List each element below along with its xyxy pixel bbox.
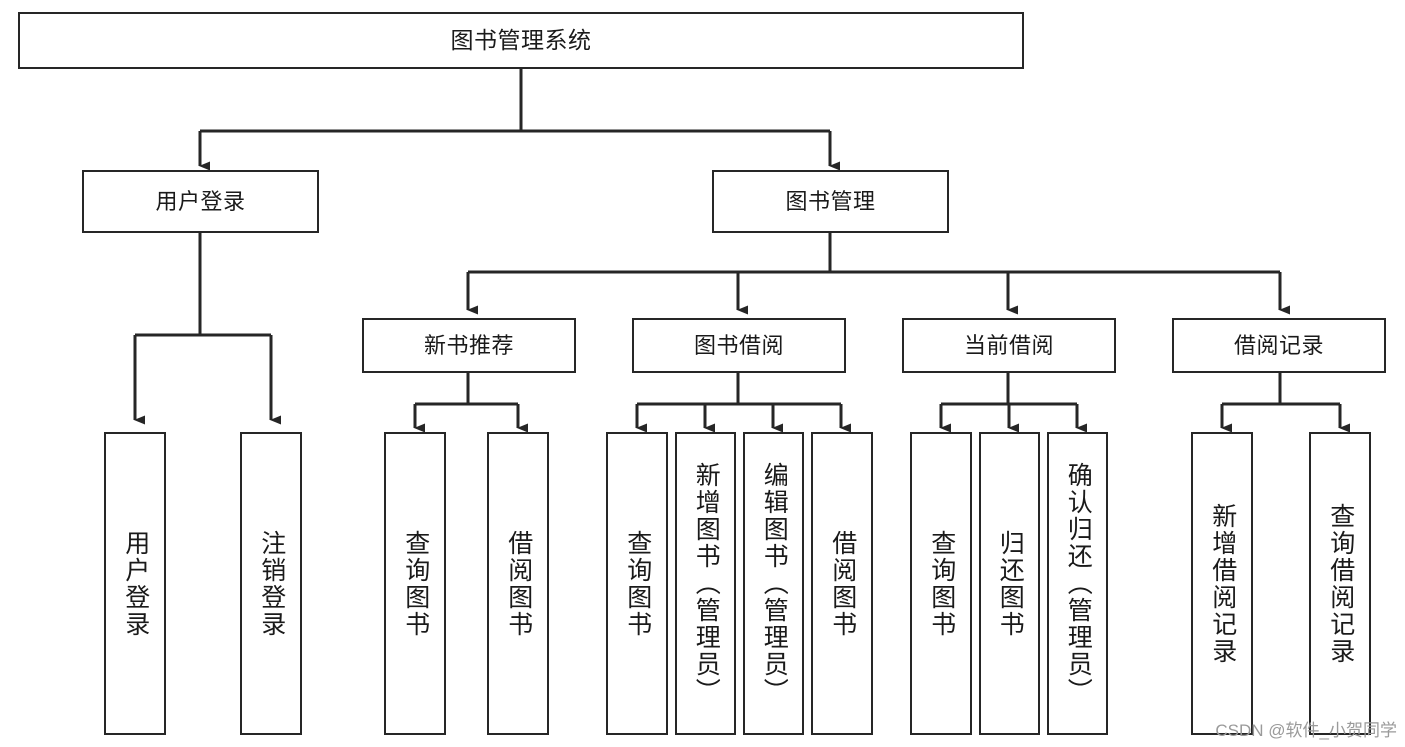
node-leaf-confirm-return[interactable]: 确认归还（管理员） [1047, 432, 1108, 735]
node-leaf-query-record[interactable]: 查询借阅记录 [1309, 432, 1371, 735]
node-borrow-record[interactable]: 借阅记录 [1172, 318, 1386, 373]
node-leaf-add-book-label: 新增图书（管理员） [692, 462, 721, 705]
node-root-label: 图书管理系统 [450, 27, 592, 54]
node-leaf-add-book[interactable]: 新增图书（管理员） [675, 432, 736, 735]
node-book-borrow[interactable]: 图书借阅 [632, 318, 846, 373]
node-new-book-recommend[interactable]: 新书推荐 [362, 318, 576, 373]
node-leaf-edit-book-label: 编辑图书（管理员） [760, 462, 789, 705]
node-leaf-return-book[interactable]: 归还图书 [979, 432, 1040, 735]
node-leaf-query-book-3-label: 查询图书 [927, 529, 956, 638]
node-book-manage-label: 图书管理 [785, 188, 876, 214]
node-leaf-user-logout[interactable]: 注销登录 [240, 432, 302, 735]
node-borrow-record-label: 借阅记录 [1233, 332, 1324, 358]
node-leaf-query-book-3[interactable]: 查询图书 [910, 432, 972, 735]
node-current-borrow[interactable]: 当前借阅 [902, 318, 1116, 373]
node-leaf-user-logout-label: 注销登录 [257, 529, 286, 638]
csdn-watermark: CSDN @软件_小贺同学 [1215, 721, 1397, 740]
node-leaf-borrow-book-2[interactable]: 借阅图书 [811, 432, 873, 735]
node-root[interactable]: 图书管理系统 [18, 12, 1024, 69]
node-current-borrow-label: 当前借阅 [963, 332, 1054, 358]
node-leaf-borrow-book-1[interactable]: 借阅图书 [487, 432, 549, 735]
node-book-borrow-label: 图书借阅 [693, 332, 784, 358]
node-leaf-confirm-return-label: 确认归还（管理员） [1064, 462, 1093, 705]
node-user-login-label: 用户登录 [155, 188, 246, 214]
node-leaf-borrow-book-1-label: 借阅图书 [504, 529, 533, 638]
node-book-manage[interactable]: 图书管理 [712, 170, 949, 233]
node-leaf-user-login[interactable]: 用户登录 [104, 432, 166, 735]
node-leaf-query-book-2-label: 查询图书 [623, 529, 652, 638]
node-leaf-query-book-1-label: 查询图书 [401, 529, 430, 638]
node-leaf-query-book-2[interactable]: 查询图书 [606, 432, 668, 735]
node-leaf-edit-book[interactable]: 编辑图书（管理员） [743, 432, 804, 735]
node-leaf-borrow-book-2-label: 借阅图书 [828, 529, 857, 638]
node-leaf-query-book-1[interactable]: 查询图书 [384, 432, 446, 735]
node-leaf-add-record-label: 新增借阅记录 [1208, 502, 1237, 665]
node-leaf-query-record-label: 查询借阅记录 [1326, 502, 1355, 665]
node-leaf-add-record[interactable]: 新增借阅记录 [1191, 432, 1253, 735]
node-user-login[interactable]: 用户登录 [82, 170, 319, 233]
node-leaf-user-login-label: 用户登录 [121, 529, 150, 638]
node-leaf-return-book-label: 归还图书 [996, 529, 1025, 638]
node-new-book-recommend-label: 新书推荐 [423, 332, 514, 358]
